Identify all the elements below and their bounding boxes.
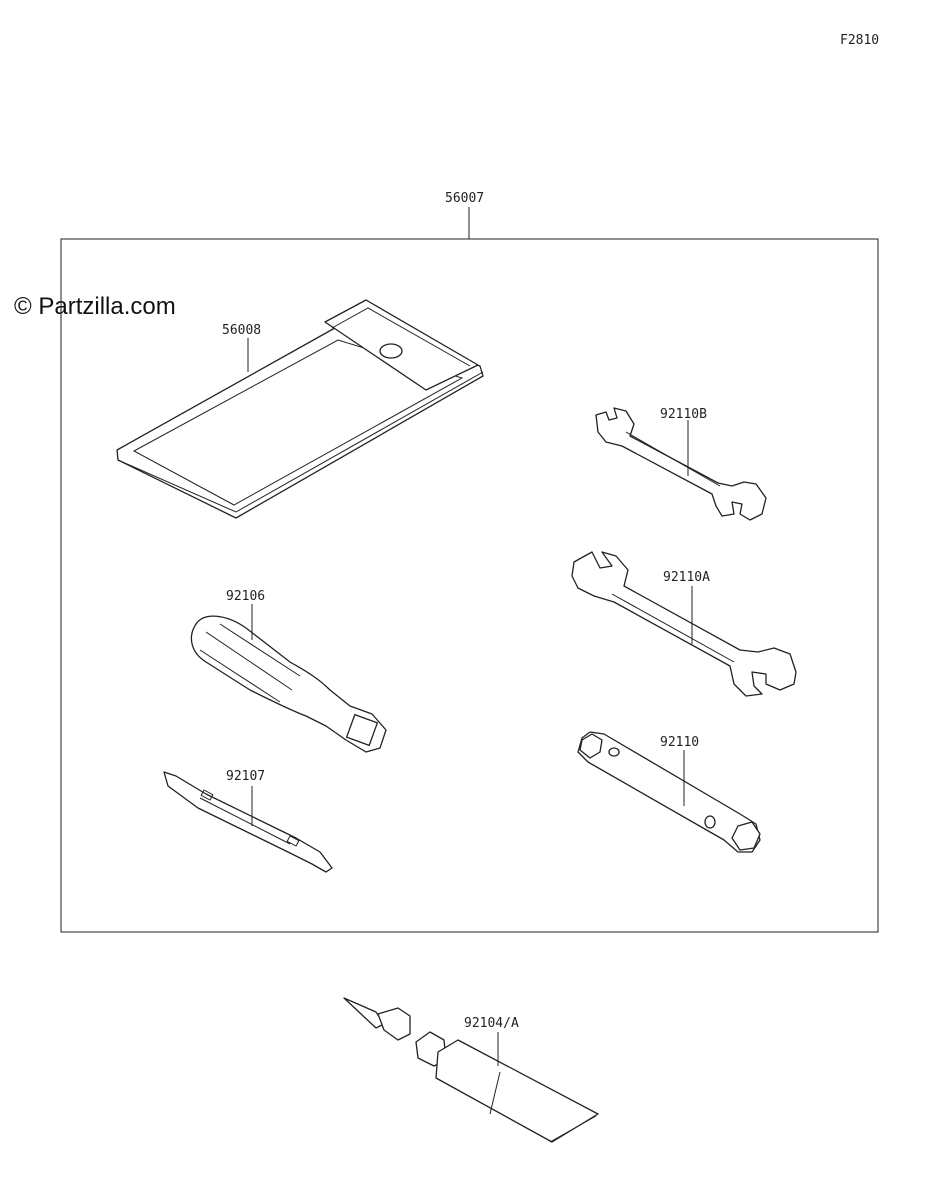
tool-case-flap xyxy=(324,299,479,391)
driver-bit-part-number[interactable]: 92107 xyxy=(226,769,265,784)
driver-bit[interactable]: 92107 xyxy=(163,769,333,873)
wrench-large-part-number[interactable]: 92110A xyxy=(663,570,710,585)
kit-part-number[interactable]: 56007 xyxy=(445,191,484,206)
driver-handle-body xyxy=(190,615,387,753)
partzilla-watermark: © Partzilla.com xyxy=(14,293,176,320)
case-part-number[interactable]: 56008 xyxy=(222,323,261,338)
socket-wrench-body xyxy=(577,731,761,853)
nozzle-tip xyxy=(343,997,385,1029)
socket-hex-end xyxy=(731,821,761,851)
driver-handle[interactable]: 92106 xyxy=(190,589,387,753)
figure-code: F2810 xyxy=(840,33,879,48)
wrench-small[interactable]: 92110B xyxy=(595,407,767,521)
tube-body xyxy=(435,1039,599,1143)
nozzle-cap xyxy=(377,1007,411,1041)
repair-tube-part-number[interactable]: 92104/A xyxy=(464,1016,519,1031)
wrench-large[interactable]: 92110A xyxy=(571,551,797,697)
socket-wrench-part-number[interactable]: 92110 xyxy=(660,735,699,750)
tool-case[interactable]: 56008 xyxy=(116,299,484,519)
repair-tube-set[interactable]: 92104/A xyxy=(343,997,599,1143)
wrench-large-body xyxy=(571,551,797,697)
handle-part-number[interactable]: 92106 xyxy=(226,589,265,604)
snap-button xyxy=(379,343,403,359)
wrench-small-part-number[interactable]: 92110B xyxy=(660,407,707,422)
socket-wrench[interactable]: 92110 xyxy=(577,731,761,853)
kit-group: 56007 xyxy=(60,191,879,933)
handle-square-socket xyxy=(345,713,379,747)
